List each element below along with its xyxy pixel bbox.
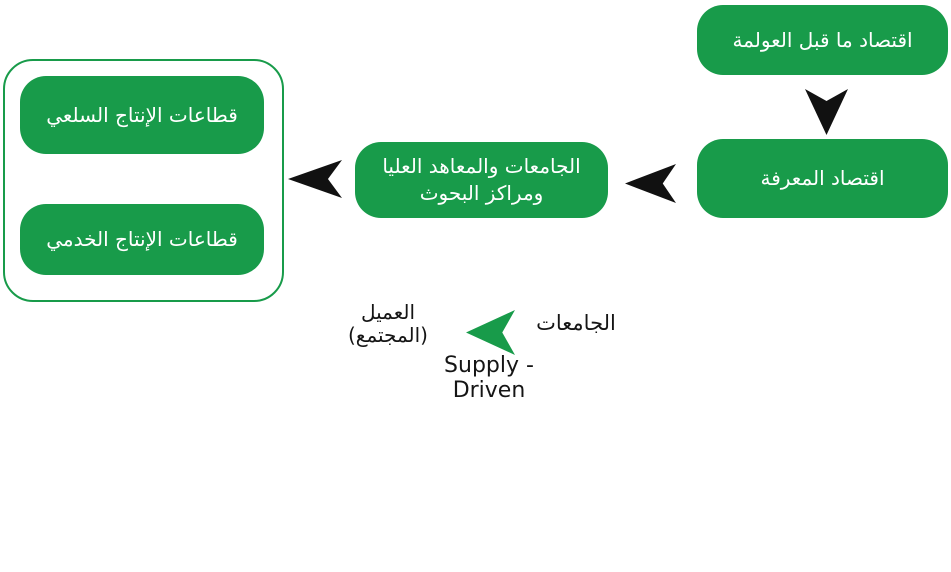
node-service-production-sectors: قطاعات الإنتاج الخدمي [20,204,264,275]
node-pre-globalization-economy: اقتصاد ما قبل العولمة [697,5,948,75]
node-service-production-sectors-label: قطاعات الإنتاج الخدمي [46,227,238,251]
node-knowledge-economy: اقتصاد المعرفة [697,139,948,218]
caption-client-society: العميل (المجتمع) [338,301,438,347]
arrow-left-icon [625,164,676,203]
caption-client-line2: (المجتمع) [348,323,428,347]
caption-universities: الجامعات [536,311,616,335]
arrow-down-icon [805,89,848,135]
node-commodity-production-sectors-label: قطاعات الإنتاج السلعي [46,102,238,127]
node-universities-institutes-label-line1: الجامعات والمعاهد العليا [382,154,581,178]
node-pre-globalization-label: اقتصاد ما قبل العولمة [732,27,913,52]
production-sectors-group-frame [3,59,284,302]
node-knowledge-economy-label: اقتصاد المعرفة [760,166,885,190]
arrow-left-green-icon [466,310,515,355]
caption-universities-label: الجامعات [536,311,616,335]
node-universities-institutes: الجامعات والمعاهد العليا ومراكز البحوث [355,142,608,218]
node-commodity-production-sectors: قطاعات الإنتاج السلعي [20,76,264,154]
node-universities-institutes-label-line2: ومراكز البحوث [419,181,544,205]
arrow-left-icon [288,160,342,198]
caption-client-line1: العميل [360,300,416,324]
caption-supply-driven: Supply - Driven [408,353,570,403]
caption-supply-driven-label: Supply - Driven [444,353,534,403]
